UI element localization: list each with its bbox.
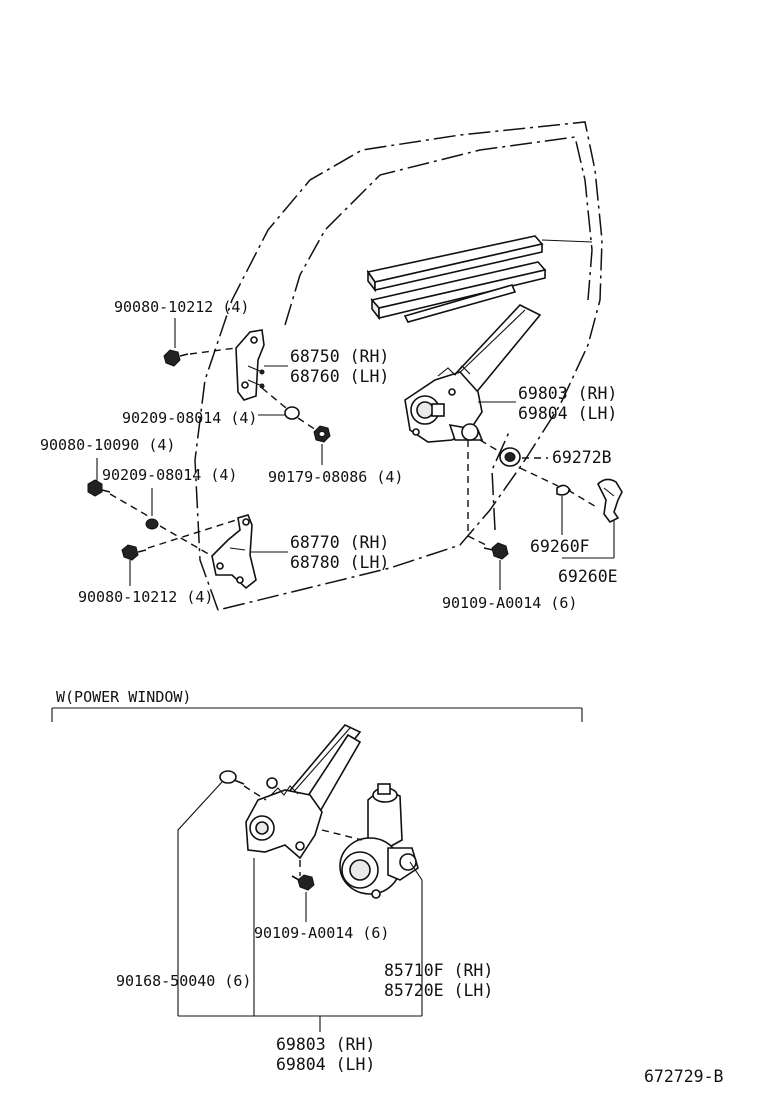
label-bolt-upper: 90080-10212 (4): [114, 298, 249, 316]
label-pw-regulator-rh: 69803 (RH): [276, 1035, 375, 1054]
upper-hinge: [235, 329, 265, 401]
door-outline: [194, 121, 603, 611]
window-channel-upper: [366, 235, 544, 293]
label-hinge-upper-lh: 68760 (LH): [290, 367, 389, 386]
label-bolt-lower: 90080-10212 (4): [78, 588, 213, 606]
label-washer-lower: 90209-08014 (4): [102, 466, 237, 484]
washer-lower: [145, 518, 159, 530]
label-regulator-rh: 69803 (RH): [518, 384, 617, 403]
label-pw-rivet: 90168-50040 (6): [116, 972, 251, 990]
label-motor-rh: 85710F (RH): [384, 961, 493, 980]
label-hinge-lower-rh: 68770 (RH): [290, 533, 389, 552]
pw-rivet: [219, 770, 245, 785]
label-washer-upper: 90209-08014 (4): [122, 409, 257, 427]
bolt-upper: [163, 349, 189, 367]
section-title: W(POWER WINDOW): [56, 688, 191, 706]
label-bolt-side: 90080-10090 (4): [40, 436, 175, 454]
washer-upper: [284, 406, 300, 420]
washer-69272b: [499, 447, 521, 467]
window-handle-69260e: [597, 478, 623, 524]
channel-leader: [541, 239, 593, 243]
label-motor-lh: 85720E (LH): [384, 981, 493, 1000]
label-69260e: 69260E: [558, 567, 618, 586]
power-window-regulator: [245, 724, 362, 860]
window-motor: [339, 783, 419, 899]
label-nut: 90179-08086 (4): [268, 468, 403, 486]
label-69272b: 69272B: [552, 448, 612, 467]
label-pw-bolt: 90109-A0014 (6): [254, 924, 389, 942]
label-pw-regulator-lh: 69804 (LH): [276, 1055, 375, 1074]
pw-bolt: [291, 874, 315, 891]
label-hinge-lower-lh: 68780 (LH): [290, 553, 389, 572]
label-bolt-regulator: 90109-A0014 (6): [442, 594, 577, 612]
bolt-side: [87, 479, 111, 497]
bolt-lower: [121, 544, 147, 561]
label-hinge-upper-rh: 68750 (RH): [290, 347, 389, 366]
label-69260f: 69260F: [530, 537, 590, 556]
window-channel-lower: [370, 261, 547, 323]
bolt-90109-a0014: [483, 542, 509, 560]
nut-90179: [313, 425, 331, 443]
label-regulator-lh: 69804 (LH): [518, 404, 617, 423]
handle-clip-69260f: [556, 484, 571, 496]
diagram-id: 672729-B: [644, 1067, 724, 1086]
lower-hinge: [211, 514, 257, 590]
manual-window-regulator: [404, 304, 542, 443]
